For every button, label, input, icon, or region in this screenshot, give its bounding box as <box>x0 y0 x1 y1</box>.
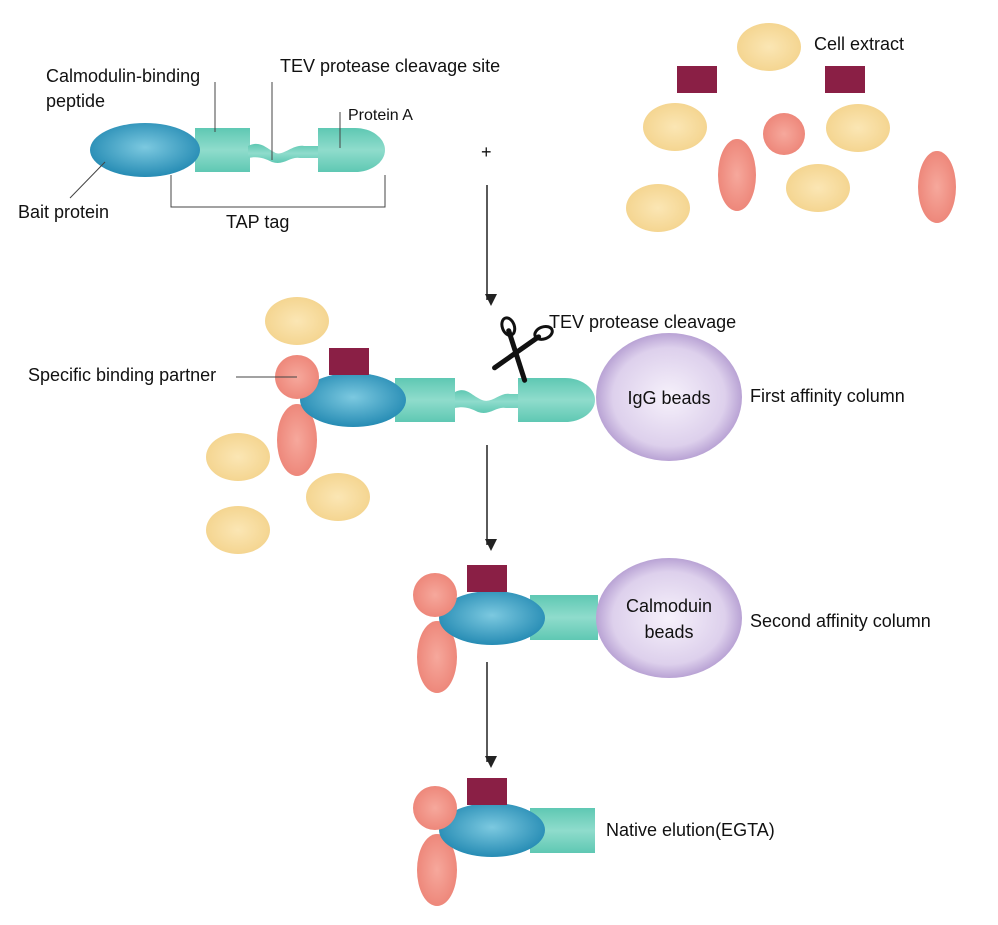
tap-tag-bracket <box>170 175 386 208</box>
label-calmodulin-binding: Calmodulin-binding <box>46 66 200 86</box>
label-cell-extract: Cell extract <box>814 34 904 54</box>
label-tev-cleavage: TEV protease cleavage <box>549 312 736 332</box>
bait-protein <box>90 123 200 177</box>
label-protein-a: Protein A <box>348 107 413 124</box>
label-second-affinity: Second affinity column <box>750 611 931 631</box>
label-native-elution: Native elution(EGTA) <box>606 820 775 840</box>
protein-a <box>318 128 385 172</box>
label-bait-protein: Bait protein <box>18 202 109 222</box>
tev-linker <box>248 143 318 163</box>
complex-on-calmodulin <box>413 558 742 693</box>
igg-beads <box>596 333 742 461</box>
label-tev-site: TEV protease cleavage site <box>280 56 500 76</box>
scissors-icon <box>492 316 554 383</box>
label-tap-tag: TAP tag <box>226 212 289 232</box>
label-igg-beads: IgG beads <box>627 388 710 408</box>
label-calmodulin-beads-1: Calmoduin <box>626 596 712 616</box>
calmodulin-binding-peptide <box>195 128 250 172</box>
tap-tagged-bait <box>69 82 386 208</box>
complex-on-igg <box>206 297 742 554</box>
label-calmodulin-beads-2: beads <box>644 622 693 642</box>
eluted-complex <box>413 778 595 906</box>
label-peptide: peptide <box>46 91 105 111</box>
plus-sign: + <box>481 142 492 162</box>
label-specific-binding-partner: Specific binding partner <box>28 365 216 385</box>
label-first-affinity: First affinity column <box>750 386 905 406</box>
calmodulin-beads <box>596 558 742 678</box>
cell-extract <box>626 23 956 232</box>
